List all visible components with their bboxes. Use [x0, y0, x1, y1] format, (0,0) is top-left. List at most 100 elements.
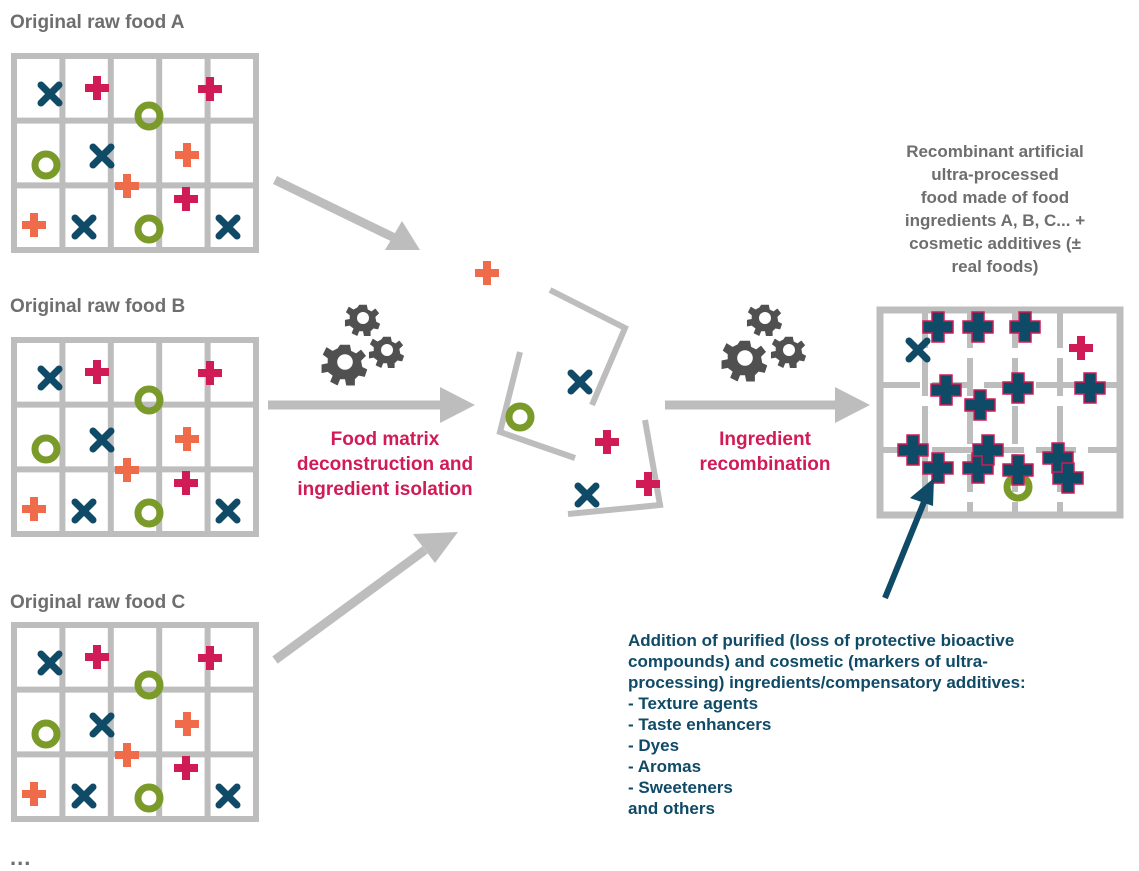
cross-marker — [215, 214, 241, 240]
plus-orange-marker — [115, 743, 139, 767]
food-b-grid — [11, 337, 259, 537]
plus-red-marker — [1069, 336, 1093, 360]
food-c-label: Original raw food C — [10, 592, 186, 613]
plus-orange-marker — [175, 712, 199, 736]
recombinant-food-grid — [876, 306, 1124, 519]
plus-orange-marker — [22, 497, 46, 521]
note-item: - Texture agents — [628, 694, 759, 713]
grid-border — [11, 337, 259, 537]
recombination-line: recombination — [699, 454, 831, 475]
note-outro: and others — [628, 799, 715, 818]
recombined-ingredient-marker — [964, 389, 996, 421]
cross-marker — [71, 214, 97, 240]
ring-marker — [31, 719, 61, 749]
result-line: ingredients A, B, C... + — [904, 211, 1086, 230]
gears-icon-right — [721, 304, 807, 382]
result-line: food made of food — [920, 188, 1070, 207]
plus-orange-marker — [115, 458, 139, 482]
result-line: Recombinant artificial — [906, 142, 1084, 161]
plus-red-marker — [174, 756, 198, 780]
recombined-ingredient-marker — [1002, 454, 1034, 486]
note-item: - Taste enhancers — [628, 715, 772, 734]
deconstruction-label: Food matrix deconstruction and ingredien… — [290, 427, 480, 502]
recombined-ingredient-marker — [972, 434, 1004, 466]
note-item: - Sweeteners — [628, 778, 733, 797]
additives-note: Addition of purified (loss of protective… — [628, 630, 1133, 819]
grid-border — [11, 622, 259, 822]
plus-orange-marker — [22, 213, 46, 237]
cross-marker — [37, 81, 63, 107]
recombined-ingredient-marker — [1009, 311, 1041, 343]
cross-marker — [89, 143, 115, 169]
gears-icon-left — [321, 304, 405, 386]
ring-marker — [134, 101, 164, 131]
plus-red-marker — [174, 187, 198, 211]
ring-marker — [505, 402, 535, 432]
food-a-grid — [11, 53, 259, 253]
plus-red-marker — [85, 76, 109, 100]
arrow-center-to-result — [665, 387, 870, 423]
ring-marker — [134, 385, 164, 415]
note-item: - Dyes — [628, 736, 680, 755]
deconstructed-matrix — [496, 287, 664, 517]
note-item: - Aromas — [628, 757, 702, 776]
isolated-ingredients — [475, 261, 660, 508]
recombined-ingredient-marker — [962, 452, 994, 484]
cross-marker — [37, 650, 63, 676]
ring-marker — [31, 434, 61, 464]
recombination-label: Ingredient recombination — [680, 427, 850, 477]
cross-marker — [37, 365, 63, 391]
arrow-c-to-center — [272, 532, 458, 664]
arrow-note-to-result — [882, 478, 934, 600]
grid-border — [11, 53, 259, 253]
recombined-ingredient-marker — [930, 374, 962, 406]
deconstruction-line: deconstruction and — [296, 454, 474, 475]
plus-red-marker — [174, 471, 198, 495]
result-line: cosmetic additives (± — [909, 234, 1081, 253]
deconstruction-line: ingredient isolation — [297, 479, 473, 500]
ring-marker — [134, 214, 164, 244]
food-c-grid — [11, 622, 259, 822]
plus-orange-marker — [475, 261, 499, 285]
deconstruction-line: Food matrix — [330, 429, 440, 450]
plus-orange-marker — [175, 143, 199, 167]
note-intro-line: processing) ingredients/compensatory add… — [628, 673, 1026, 692]
note-intro-line: compounds) and cosmetic (markers of ultr… — [628, 652, 988, 671]
plus-red-marker — [198, 361, 222, 385]
plus-red-marker — [198, 646, 222, 670]
recombined-ingredient-marker — [1052, 462, 1084, 494]
cross-marker — [71, 783, 97, 809]
recombined-ingredient-marker — [897, 434, 929, 466]
arrow-a-to-center — [273, 175, 420, 250]
ring-marker — [31, 150, 61, 180]
recombined-ingredient-marker — [922, 452, 954, 484]
cross-marker — [71, 498, 97, 524]
plus-orange-marker — [22, 782, 46, 806]
result-line: ultra-processed — [931, 165, 1059, 184]
ring-marker — [134, 783, 164, 813]
ring-marker — [134, 498, 164, 528]
food-b-label: Original raw food B — [10, 296, 186, 317]
plus-orange-marker — [175, 427, 199, 451]
ellipsis: ... — [10, 845, 32, 870]
cross-marker — [567, 369, 593, 395]
plus-red-marker — [85, 645, 109, 669]
cross-marker — [89, 712, 115, 738]
grid-border — [876, 306, 1124, 519]
recombined-ingredient-marker — [922, 311, 954, 343]
recombined-ingredient-marker — [962, 311, 994, 343]
cross-marker — [215, 498, 241, 524]
food-a-label: Original raw food A — [10, 12, 185, 33]
result-label: Recombinant artificial ultra-processed f… — [880, 140, 1110, 278]
cross-marker — [89, 427, 115, 453]
plus-orange-marker — [115, 174, 139, 198]
recombination-line: Ingredient — [719, 429, 811, 450]
plus-red-marker — [85, 360, 109, 384]
arrow-b-to-center — [268, 387, 475, 423]
recombined-ingredient-marker — [1042, 442, 1074, 474]
cross-marker — [574, 482, 600, 508]
recombined-ingredient-marker — [1074, 372, 1106, 404]
plus-red-marker — [198, 77, 222, 101]
note-intro-line: Addition of purified (loss of protective… — [628, 631, 1015, 650]
